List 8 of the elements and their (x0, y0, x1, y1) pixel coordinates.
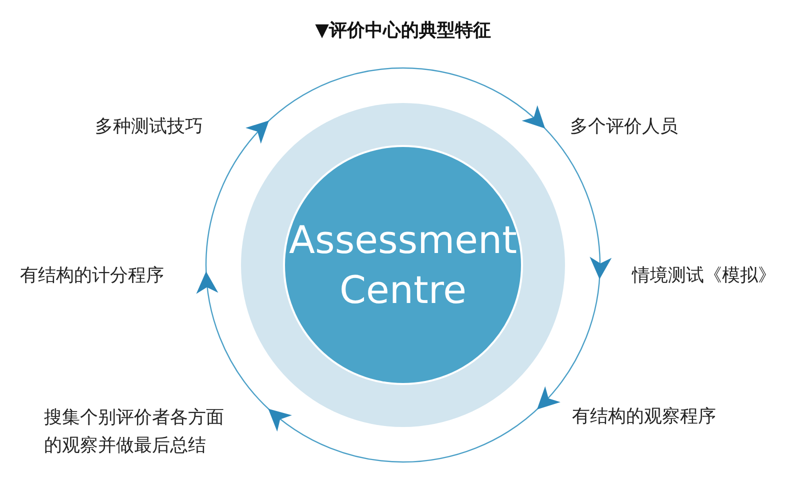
title: ▼评价中心的典型特征 (314, 19, 492, 42)
feature-label: 多种测试技巧 (95, 115, 203, 138)
feature-label: 多个评价人员 (570, 115, 678, 138)
feature-label: 有结构的观察程序 (572, 405, 716, 428)
feature-label: 有结构的计分程序 (20, 264, 164, 287)
feature-label: 情境测试《模拟》 (632, 264, 776, 287)
feature-label: 搜集个别评价者各方面的观察并做最后总结 (44, 406, 225, 458)
center-title: Assessment Centre (289, 217, 517, 314)
